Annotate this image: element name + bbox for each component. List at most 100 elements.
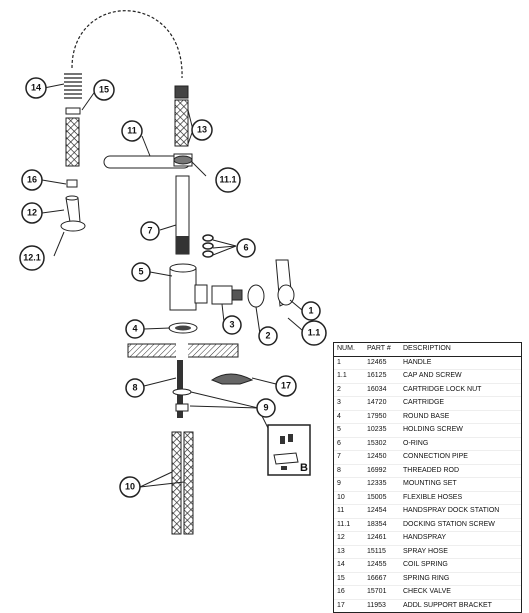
cell-num: 1.1	[337, 372, 347, 379]
left-hose-mesh	[65, 117, 80, 167]
cell-part-number: 18354	[367, 520, 387, 528]
cell-num: 11	[337, 507, 345, 514]
o-rings-part	[202, 234, 214, 258]
cell-part-number: 11953	[367, 601, 386, 609]
parts-table: NUM. PART # DESCRIPTION 1 12465 HANDLE 1.1 1…	[333, 342, 522, 613]
svg-text:16: 16	[27, 174, 37, 184]
spring-ring-part	[65, 107, 81, 115]
spray-hose-top-thread	[174, 85, 189, 99]
callout-6: 6	[236, 238, 256, 258]
cell-part-number: 17950	[367, 412, 387, 420]
cell-num: 17	[337, 601, 345, 609]
cell-description: COIL SPRING	[403, 561, 448, 568]
cell-description: FLEXIBLE HOSES	[403, 493, 463, 501]
leader-lines	[41, 83, 303, 488]
cartridge-lock-nut-part	[247, 284, 265, 308]
header-part: PART #	[367, 345, 391, 352]
cell-part-number: 12465	[367, 358, 387, 366]
svg-text:17: 17	[281, 380, 291, 390]
table-row: 6 15302 O-RING	[334, 438, 521, 451]
svg-text:11.1: 11.1	[219, 174, 236, 184]
cell-num: 15	[337, 574, 345, 582]
svg-text:7: 7	[147, 225, 152, 235]
callout-8: 8	[125, 378, 145, 398]
cell-part-number: 15302	[367, 439, 387, 447]
cell-part-number: 16992	[367, 466, 387, 474]
table-row: 1 12465 HANDLE	[334, 357, 521, 370]
cell-description: CARTRIDGE LOCK NUT	[403, 385, 482, 393]
callout-17: 17	[275, 375, 297, 397]
svg-text:8: 8	[132, 382, 137, 392]
cell-description: HANDLE	[403, 358, 432, 366]
callout-15: 15	[93, 79, 115, 101]
cell-num: 11.1	[337, 520, 351, 528]
cell-num: 10	[337, 493, 345, 501]
coil-spring-part	[64, 73, 82, 99]
cell-part-number: 14720	[367, 399, 387, 406]
cell-num: 8	[337, 466, 341, 474]
callout-4: 4	[125, 319, 145, 339]
cell-num: 13	[337, 547, 345, 555]
cell-num: 1	[337, 358, 341, 366]
cell-description: MOUNTING SET	[403, 480, 457, 487]
cell-num: 2	[337, 385, 341, 393]
table-row: 7 12450 CONNECTION PIPE	[334, 451, 521, 465]
cell-part-number: 12335	[367, 480, 387, 487]
callout-2: 2	[258, 326, 278, 346]
cell-description: CONNECTION PIPE	[403, 453, 468, 460]
cell-part-number: 12461	[367, 534, 387, 541]
cell-num: 7	[337, 453, 341, 460]
table-row: 9 12335 MOUNTING SET	[334, 478, 521, 492]
cell-description: O-RING	[403, 439, 429, 447]
cell-description: HOLDING SCREW	[403, 426, 463, 433]
exploded-faucet-diagram: B 14 15 13	[19, 10, 327, 535]
cell-description: CHECK VALVE	[403, 588, 451, 595]
inset-b-box	[267, 424, 311, 476]
cell-num: 12	[337, 534, 345, 541]
cell-num: 14	[337, 561, 345, 568]
spray-hose-dashed-arc	[71, 10, 183, 79]
support-bracket-part	[210, 373, 254, 385]
svg-text:1: 1	[308, 305, 313, 315]
svg-text:12: 12	[27, 207, 37, 217]
callout-14: 14	[25, 77, 47, 99]
cartridge-part	[211, 285, 233, 305]
svg-text:1.1: 1.1	[308, 327, 321, 337]
inset-b-label: B	[300, 462, 308, 474]
callout-13: 13	[191, 119, 213, 141]
callout-12-1: 12.1	[19, 245, 45, 271]
svg-text:2: 2	[265, 330, 270, 340]
check-valve-part	[66, 179, 78, 188]
callout-11: 11	[121, 120, 143, 142]
callout-1-1: 1.1	[301, 320, 327, 346]
faucet-body	[169, 267, 197, 311]
header-description: DESCRIPTION	[403, 345, 451, 352]
callout-1: 1	[301, 301, 321, 321]
callout-7: 7	[140, 221, 160, 241]
table-row: 8 16992 THREADED ROD	[334, 465, 521, 478]
svg-text:10: 10	[125, 481, 135, 491]
cell-num: 6	[337, 439, 341, 447]
svg-text:12.1: 12.1	[23, 252, 41, 262]
cell-part-number: 12450	[367, 453, 387, 460]
cell-description: CARTRIDGE	[403, 399, 445, 406]
cell-part-number: 16125	[367, 372, 387, 379]
table-header: NUM. PART # DESCRIPTION	[334, 343, 521, 357]
cell-part-number: 15701	[367, 588, 387, 595]
callout-5: 5	[131, 262, 151, 282]
cell-description: ROUND BASE	[403, 412, 450, 420]
cell-description: THREADED ROD	[403, 466, 460, 474]
svg-text:11: 11	[127, 125, 137, 135]
svg-text:9: 9	[263, 402, 268, 412]
svg-text:3: 3	[229, 319, 234, 329]
cell-num: 9	[337, 480, 341, 487]
spray-hose-mesh	[174, 99, 189, 147]
